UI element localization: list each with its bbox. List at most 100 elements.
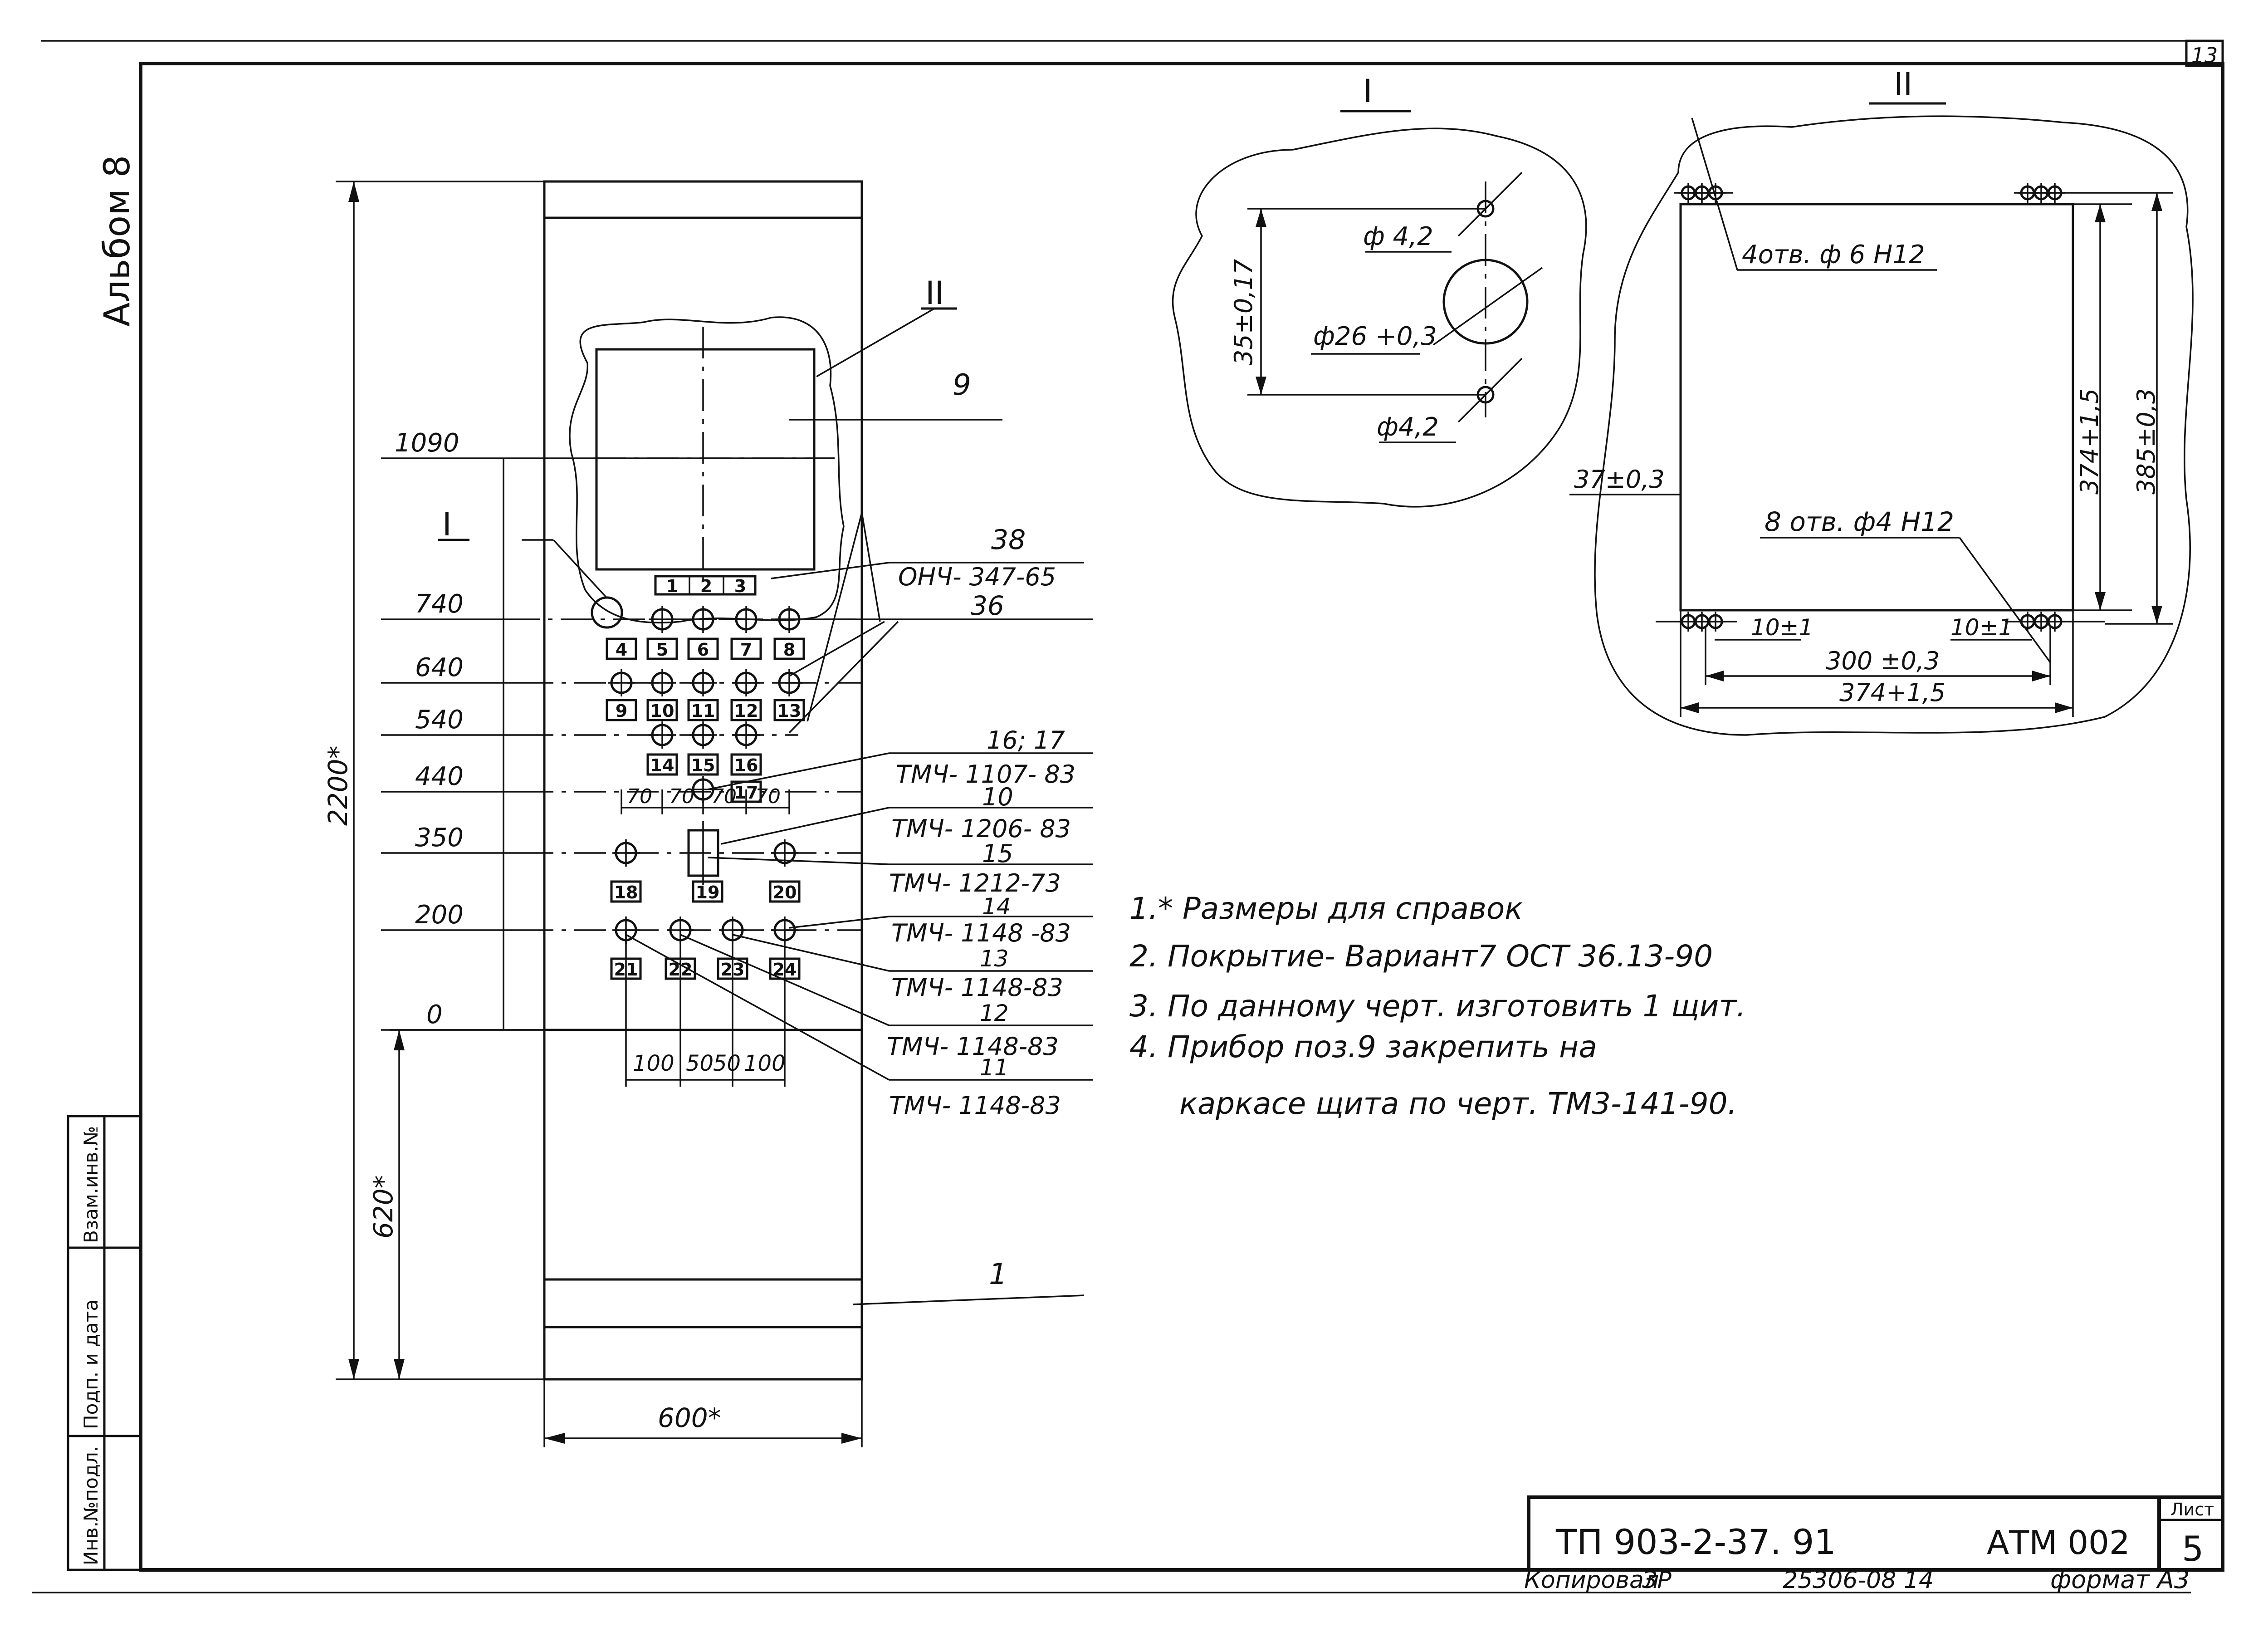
callout-36-pos: 36 bbox=[971, 590, 1004, 621]
position-marker-15: 15 bbox=[687, 753, 719, 776]
detail-I-hole-large: ф26 +0,3 bbox=[1313, 322, 1437, 351]
cloud-outline-detail-II bbox=[1594, 115, 2194, 736]
spacing-70-1: 70 bbox=[627, 785, 652, 808]
callout-12-type: ТМЧ- 1148-83 bbox=[887, 1032, 1059, 1061]
level-labels: 1090 740 640 540 440 350 200 0 bbox=[395, 428, 464, 1029]
detail-II: II 4отв. ф 6 Н1 bbox=[1569, 66, 2194, 736]
level-200: 200 bbox=[415, 900, 464, 930]
level-0: 0 bbox=[426, 1000, 443, 1029]
position-marker-label: 8 bbox=[783, 640, 795, 660]
position-marker-label: 4 bbox=[616, 640, 627, 660]
mounting-hole bbox=[649, 606, 676, 633]
position-marker-6: 6 bbox=[687, 637, 719, 660]
detail-II-offset-left: 37±0,3 bbox=[1574, 465, 1665, 494]
level-640: 640 bbox=[415, 653, 464, 682]
dim-height-total: 2200* bbox=[323, 745, 353, 826]
callout-12-pos: 12 bbox=[980, 1000, 1009, 1026]
level-1090: 1090 bbox=[395, 428, 459, 458]
detail-II-holes-8: 8 отв. ф4 Н12 bbox=[1765, 506, 1954, 537]
detail-I-hole-top: ф 4,2 bbox=[1363, 222, 1433, 251]
mounting-hole bbox=[733, 606, 760, 633]
notes: 1.* Размеры для справок 2. Покрытие- Вар… bbox=[1129, 891, 1746, 1121]
spacing-70-3: 70 bbox=[711, 785, 737, 808]
mounting-hole bbox=[733, 669, 760, 696]
stamp-inv-no: Инв.№подл. bbox=[80, 1446, 102, 1565]
instrument-9-body bbox=[595, 348, 816, 571]
spacing-70-2: 70 bbox=[669, 785, 694, 808]
sheet-frame: 13 bbox=[32, 39, 2224, 1593]
position-marker-label: 18 bbox=[614, 882, 638, 902]
callout-13-type: ТМЧ- 1148-83 bbox=[891, 973, 1063, 1002]
level-740: 740 bbox=[415, 589, 464, 619]
position-marker-18: 18 bbox=[610, 880, 642, 903]
title-copier: ЗР bbox=[1642, 1567, 1672, 1594]
title-format: формат А3 bbox=[2050, 1565, 2190, 1594]
title-copied-label: Копировал bbox=[1524, 1567, 1659, 1594]
position-marker-10: 10 bbox=[646, 699, 678, 721]
position-marker-label: 14 bbox=[650, 755, 675, 775]
position-marker-label: 3 bbox=[734, 576, 746, 596]
detail-II-offset-10a: 10±1 bbox=[1751, 614, 1813, 641]
callout-13-pos: 13 bbox=[980, 946, 1009, 972]
position-marker-4: 4 bbox=[606, 637, 637, 660]
mounting-hole bbox=[689, 606, 717, 633]
callout-leaders bbox=[522, 308, 1093, 1305]
spacing-bottom-100a: 100 bbox=[633, 1051, 675, 1076]
spacing-bottom-50b: 50 bbox=[713, 1051, 741, 1076]
position-marker-20: 20 bbox=[769, 880, 801, 903]
title-block: ТП 903-2-37. 91 АТМ 002 Лист 5 Копировал… bbox=[1524, 1495, 2224, 1594]
position-marker-label: 5 bbox=[656, 640, 668, 660]
position-marker-12: 12 bbox=[730, 699, 762, 721]
album-label: Альбом 8 bbox=[97, 155, 138, 327]
detail-mark-II: II bbox=[925, 274, 944, 312]
detail-I: I ф 4,2 ф26 +0,3 ф4,2 35±0,17 bbox=[1172, 73, 1587, 508]
title-project: ТП 903-2-37. 91 bbox=[1555, 1522, 1836, 1562]
position-marker-2: 2 bbox=[700, 576, 712, 596]
title-sheet-label: Лист bbox=[2170, 1500, 2214, 1519]
position-marker-label: 1 bbox=[666, 576, 678, 596]
position-marker-label: 12 bbox=[734, 701, 758, 721]
note-3: 3. По данному черт. изготовить 1 щит. bbox=[1129, 989, 1746, 1024]
level-540: 540 bbox=[415, 705, 464, 735]
mounting-hole bbox=[608, 669, 635, 696]
dim-width: 600* bbox=[658, 1402, 721, 1433]
position-marker-13: 13 bbox=[773, 699, 805, 721]
cloud-outline-front bbox=[569, 316, 845, 624]
mounting-hole bbox=[771, 839, 798, 867]
title-order: 25306-08 14 bbox=[1783, 1567, 1934, 1594]
callout-10-pos: 10 bbox=[982, 783, 1013, 811]
position-marker-label: 13 bbox=[777, 701, 802, 721]
note-4-cont: каркасе щита по черт. ТМ3-141-90. bbox=[1179, 1086, 1737, 1121]
mounting-hole bbox=[689, 669, 717, 696]
level-440: 440 bbox=[415, 762, 464, 791]
note-1: 1.* Размеры для справок bbox=[1129, 891, 1523, 926]
detail-II-title: II bbox=[1894, 66, 1912, 103]
mounting-hole bbox=[649, 669, 676, 696]
position-marker-8: 8 bbox=[773, 637, 805, 660]
detail-mark-I: I bbox=[442, 506, 452, 543]
position-marker-19: 19 bbox=[692, 880, 723, 903]
mounting-hole bbox=[649, 721, 676, 749]
callout-38-pos: 38 bbox=[991, 524, 1026, 556]
callout-15-pos: 15 bbox=[982, 839, 1013, 868]
position-marker-1: 1 bbox=[666, 576, 678, 596]
note-2: 2. Покрытие- Вариант7 ОСТ 36.13-90 bbox=[1129, 939, 1713, 974]
detail-II-inner-width: 300 ±0,3 bbox=[1826, 647, 1940, 675]
position-marker-label: 7 bbox=[740, 640, 752, 660]
position-marker-7: 7 bbox=[730, 637, 762, 660]
position-marker-label: 2 bbox=[700, 576, 712, 596]
mounting-hole bbox=[612, 839, 640, 867]
position-marker-3: 3 bbox=[734, 576, 746, 596]
position-marker-14: 14 bbox=[646, 753, 678, 776]
position-marker-label: 16 bbox=[734, 755, 758, 775]
callout-16-17-type: ТМЧ- 1107- 83 bbox=[896, 760, 1075, 789]
title-doc-code: АТМ 002 bbox=[1987, 1524, 2130, 1562]
position-marker-9: 9 bbox=[606, 699, 637, 721]
title-sheet-number: 5 bbox=[2182, 1529, 2204, 1569]
detail-I-title: I bbox=[1363, 73, 1373, 110]
spacing-70-4: 70 bbox=[755, 785, 781, 808]
cloud-outline-detail-I bbox=[1172, 127, 1587, 508]
